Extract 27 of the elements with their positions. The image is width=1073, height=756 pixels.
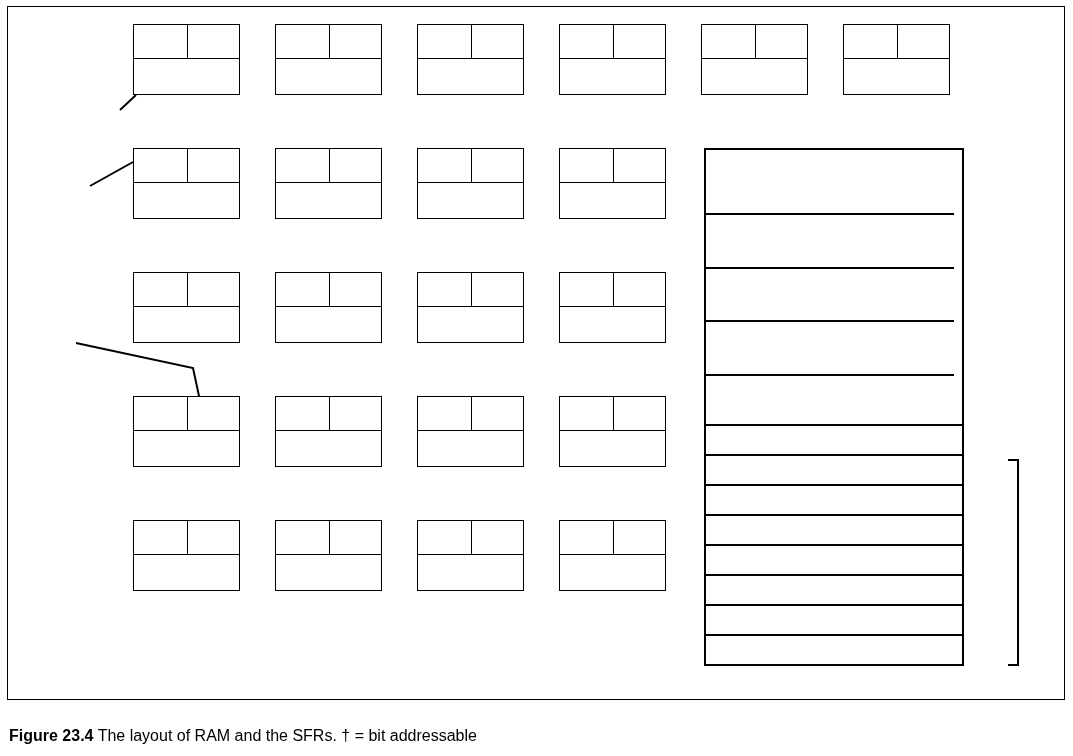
leader-line [89,161,134,187]
register-box [275,272,382,343]
register-box [133,520,240,591]
register-box [275,520,382,591]
leader-line [119,94,137,111]
leader-line [75,342,200,397]
register-box [417,24,524,95]
register-box [275,148,382,219]
register-box [275,396,382,467]
register-box [417,396,524,467]
register-box [417,272,524,343]
register-box [559,520,666,591]
memory-map-box [704,148,964,666]
register-box [559,272,666,343]
register-box [701,24,808,95]
register-box [559,24,666,95]
register-box [417,148,524,219]
register-box [133,272,240,343]
register-box [133,148,240,219]
register-box [559,148,666,219]
register-box [417,520,524,591]
register-box [843,24,950,95]
register-box [133,24,240,95]
register-box [133,396,240,467]
register-box [559,396,666,467]
register-box [275,24,382,95]
figure-caption: Figure 23.4 The layout of RAM and the SFRs. † = bit addressable [9,727,477,745]
